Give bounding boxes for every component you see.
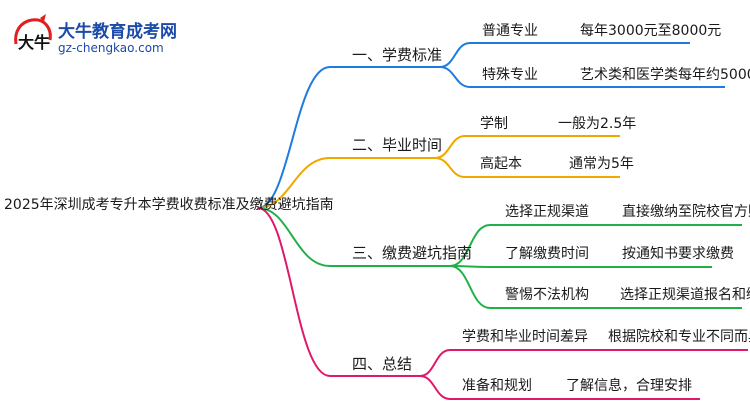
- connector-b3-c3: [449, 265, 742, 309]
- svg-text:大牛: 大牛: [18, 33, 50, 52]
- bull-logo-icon: 大牛: [14, 14, 52, 52]
- leaf-label: 选择正规渠道: [505, 204, 589, 220]
- connector-b1-c2: [439, 66, 725, 88]
- connector-b2-c2: [434, 157, 620, 178]
- site-logo[interactable]: 大牛 大牛教育成考网 gz-chengkao.com: [10, 14, 210, 60]
- root-topic: 2025年深圳成考专升本学费收费标准及缴费避坑指南: [4, 197, 334, 213]
- leaf-label: 学费和毕业时间差异: [462, 329, 588, 345]
- leaf-value: 选择正规渠道报名和缴费: [620, 287, 750, 303]
- connector-root-branch-2: [257, 157, 435, 209]
- leaf-label: 特殊专业: [482, 67, 538, 83]
- leaf-label: 了解缴费时间: [505, 246, 589, 262]
- branch-tuition-standard: 一、学费标准: [352, 46, 443, 64]
- leaf-label: 学制: [480, 116, 508, 132]
- leaf-value: 艺术类和医学类每年约5000元: [580, 67, 750, 83]
- connector-b3-c1: [449, 224, 742, 267]
- leaf-label: 警惕不法机构: [505, 287, 589, 303]
- leaf-label: 准备和规划: [462, 378, 532, 394]
- leaf-value: 了解信息，合理安排: [566, 378, 692, 394]
- logo-url: gz-chengkao.com: [58, 41, 164, 55]
- connector-root-branch-1: [257, 66, 440, 209]
- connector-b1-c1: [439, 42, 690, 68]
- leaf-value: 直接缴纳至院校官方账户: [622, 204, 750, 220]
- leaf-value: 按通知书要求缴费: [622, 246, 734, 262]
- branch-summary: 四、总结: [352, 355, 413, 373]
- logo-title: 大牛教育成考网: [58, 22, 177, 42]
- connector-root-branch-3: [257, 207, 450, 267]
- leaf-value: 每年3000元至8000元: [580, 23, 722, 39]
- connector-b4-c1: [419, 349, 748, 377]
- leaf-label: 高起本: [480, 156, 522, 172]
- branch-payment-guide: 三、缴费避坑指南: [352, 244, 473, 262]
- connector-b2-c1: [434, 135, 620, 159]
- branch-graduation-time: 二、毕业时间: [352, 136, 443, 154]
- leaf-value: 根据院校和专业不同而异: [608, 329, 750, 345]
- leaf-value: 通常为5年: [569, 156, 634, 172]
- connector-b3-c2: [449, 265, 712, 268]
- connector-root-branch-4: [257, 207, 420, 377]
- leaf-value: 一般为2.5年: [558, 116, 637, 132]
- connector-b4-c2: [419, 375, 700, 400]
- leaf-label: 普通专业: [482, 23, 538, 39]
